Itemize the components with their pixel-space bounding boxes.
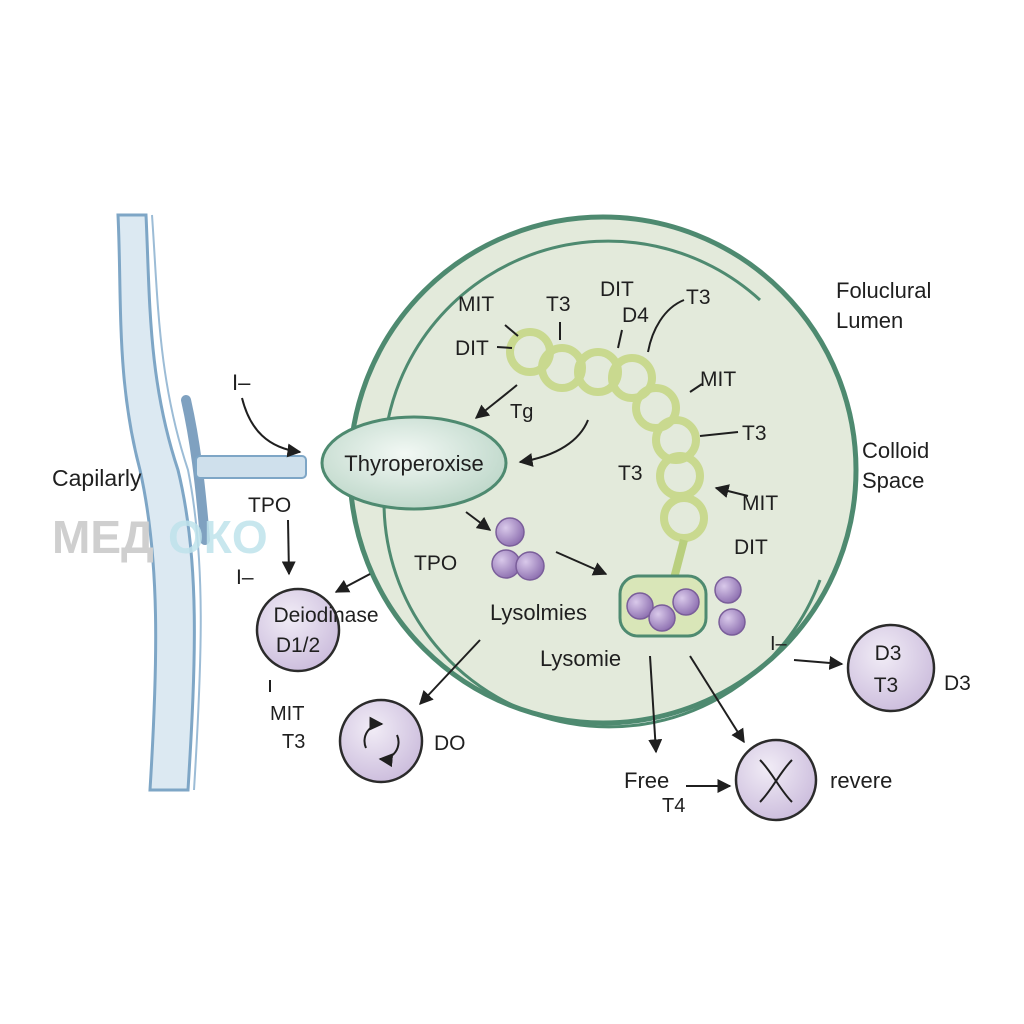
label-colloid-1: Colloid: [862, 438, 929, 463]
watermark: МЕД ОКО: [52, 511, 268, 563]
capillary-channel: [195, 455, 307, 479]
chain-label-t3-2: T3: [686, 286, 711, 309]
revere-circle: [734, 738, 818, 822]
label-deiodinase: Deiodinase: [273, 604, 378, 627]
watermark-left: МЕД: [52, 511, 154, 563]
label-mit-bottom: MIT: [270, 703, 304, 725]
d3-circle: [846, 623, 936, 713]
label-lysomie: Lysomie: [540, 646, 621, 671]
watermark-right: ОКО: [168, 511, 268, 563]
chain-label-d4: D4: [622, 304, 649, 327]
label-t3-bottom: T3: [282, 731, 305, 753]
chain-label-tg: Tg: [510, 401, 533, 423]
arrow-to-revere: [689, 655, 745, 744]
label-colloid-2: Space: [862, 468, 924, 493]
arrow-mit-to-chain: [714, 484, 749, 498]
label-tpo-left: TPO: [248, 494, 291, 517]
label-d3-circle: D3: [875, 642, 902, 665]
label-revere: revere: [830, 768, 892, 793]
lysosome: [618, 574, 746, 638]
label-iodide-right: I–: [770, 633, 788, 655]
label-thyroperoxidase: Thyroperoxise: [344, 451, 483, 476]
chain-label-mit-3: MIT: [742, 492, 778, 515]
label-tpo-inner: TPO: [414, 552, 457, 575]
arrow-chain-to-tpo: [474, 384, 518, 419]
label-capillary: Capilarly: [52, 465, 142, 491]
chain-label-t3-4: T3: [618, 462, 643, 485]
capillary: [116, 213, 307, 792]
chain-label-dit-1: DIT: [455, 337, 489, 360]
label-iodide-in: I–: [232, 370, 251, 395]
label-do: DO: [434, 732, 466, 755]
arrow-iodide-in: [241, 397, 302, 458]
chain-label-mit-1: MIT: [458, 293, 494, 316]
thyroglobulin-chain: [506, 328, 708, 588]
label-d3-side: D3: [944, 672, 971, 695]
arrow-to-d3: [793, 655, 844, 670]
label-follicular-lumen-1: Foluclural: [836, 278, 931, 303]
chain-label-t3-1: T3: [546, 293, 571, 316]
arrow-to-deiodinase: [334, 573, 371, 593]
chain-label-dit-2: DIT: [600, 278, 634, 301]
chain-label-t3-3: T3: [742, 422, 767, 445]
do-circle: [338, 698, 424, 784]
label-lysolmies: Lysolmies: [490, 600, 587, 625]
thyroperoxidase: [320, 415, 508, 511]
label-iodide-left: I–: [236, 566, 254, 589]
chain-label-dit-3: DIT: [734, 536, 768, 559]
label-follicular-lumen-2: Lumen: [836, 308, 903, 333]
arrow-vesicles-to-lysosome: [555, 551, 608, 576]
leader-t3-top: [647, 299, 685, 353]
arrows: [241, 299, 844, 793]
leader-lines: [269, 322, 739, 692]
arrow-to-free: [648, 655, 663, 754]
arrow-to-do: [419, 639, 481, 706]
arrow-tpo-down: [281, 519, 296, 576]
chain-label-mit-2: MIT: [700, 368, 736, 391]
label-free-t4: T4: [662, 795, 685, 817]
label-free: Free: [624, 768, 669, 793]
deiodinase-circle: [255, 587, 341, 673]
label-deiodinase-d12: D1/2: [276, 634, 320, 657]
label-t3-circle: T3: [874, 674, 899, 697]
arrow-tg-to-tpo: [518, 419, 589, 467]
vesicle-cluster: [491, 517, 545, 581]
arrow-tpo-to-vesicles: [465, 511, 492, 531]
